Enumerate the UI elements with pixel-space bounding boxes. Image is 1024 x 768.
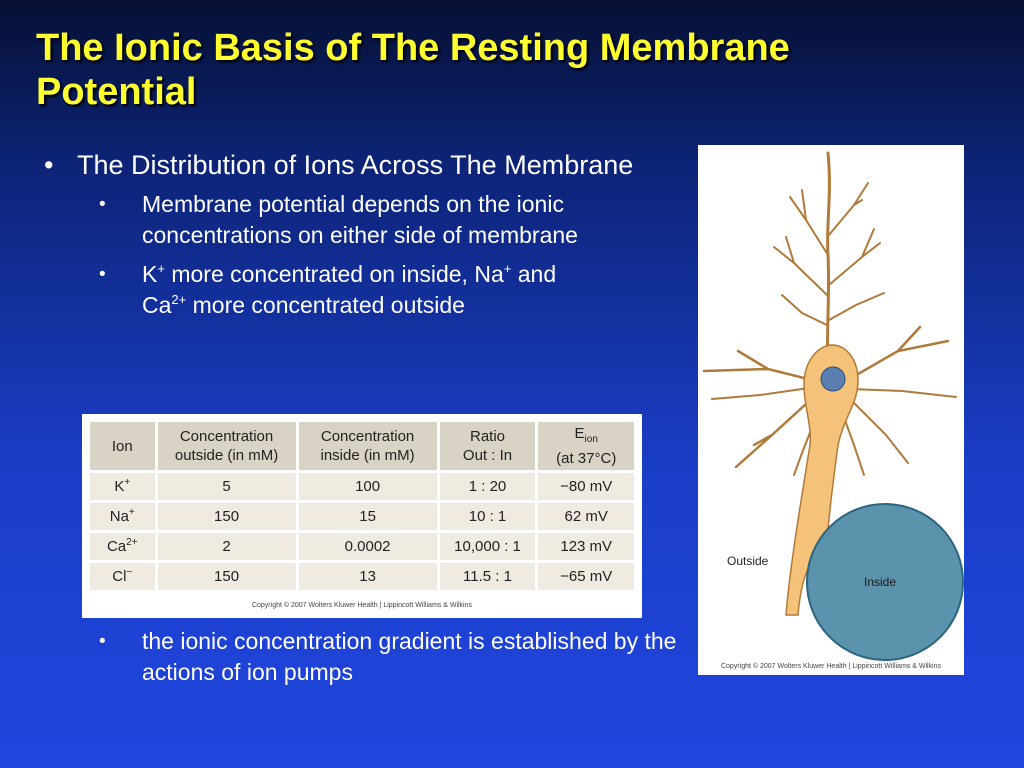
cell-inside: 13: [295, 560, 440, 593]
cell-ion: Na+: [87, 500, 158, 533]
cell-inside: 100: [295, 470, 440, 503]
dendrites: [702, 151, 957, 476]
inside-circle: [806, 503, 964, 661]
cell-eion: 62 mV: [535, 500, 637, 533]
table-row: Cl− 150 13 11.5 : 1 −65 mV: [87, 560, 637, 593]
cell-ion: Cl−: [87, 560, 158, 593]
figure-copyright: Copyright © 2007 Wolters Kluwer Health |…: [720, 663, 942, 670]
cell-outside: 150: [154, 560, 299, 593]
cell-eion: −65 mV: [535, 560, 637, 593]
bullet-sub-3: • the ionic concentration gradient is es…: [44, 626, 682, 688]
bullet-sub-2-mid: more concentrated on inside, Na: [164, 261, 504, 287]
header-ion: Ion: [87, 419, 158, 473]
slide-title: The Ionic Basis of The Resting Membrane …: [36, 26, 996, 114]
cell-inside: 0.0002: [295, 530, 440, 563]
neuron-illustration: Outside Inside: [702, 151, 964, 661]
cell-eion: −80 mV: [535, 470, 637, 503]
cell-ratio: 1 : 20: [436, 470, 539, 503]
table-row: Na+ 150 15 10 : 1 62 mV: [87, 500, 637, 533]
cell-ratio: 10 : 1: [436, 500, 539, 533]
bullet-sub-2: • K+ more concentrated on inside, Na+ an…: [44, 259, 682, 321]
nucleus-icon: [820, 366, 846, 392]
outside-label: Outside: [727, 554, 769, 568]
bullet-dot: •: [44, 150, 54, 180]
bullet-sub-2-end: more concentrated outside: [186, 292, 465, 318]
ca-charge: 2+: [171, 292, 187, 307]
bullet-sub-1-text: Membrane potential depends on the ionic …: [142, 191, 578, 248]
header-eion: Eion(at 37°C): [535, 419, 637, 473]
bullet-main-text: The Distribution of Ions Across The Memb…: [77, 150, 634, 180]
bullet-sub-1: • Membrane potential depends on the ioni…: [44, 189, 682, 251]
cell-eion: 123 mV: [535, 530, 637, 563]
cell-ratio: 10,000 : 1: [436, 530, 539, 563]
bullet-list: • The Distribution of Ions Across The Me…: [44, 150, 684, 321]
table-row: K+ 5 100 1 : 20 −80 mV: [87, 470, 637, 503]
ca-symbol: Ca: [142, 292, 172, 318]
cell-outside: 150: [154, 500, 299, 533]
cell-outside: 2: [154, 530, 299, 563]
title-line-2: Potential: [36, 71, 197, 113]
bullet-sub-2-and: and: [511, 261, 557, 287]
na-charge: +: [503, 261, 512, 276]
neuron-figure: Outside Inside Copyright © 2007 Wolters …: [698, 145, 964, 675]
bullet-dot: •: [99, 631, 106, 652]
bullet-sub-3-text: the ionic concentration gradient is esta…: [142, 628, 677, 685]
cell-outside: 5: [154, 470, 299, 503]
cell-ion: Ca2+: [87, 530, 158, 563]
table-copyright: Copyright © 2007 Wolters Kluwer Health |…: [251, 602, 473, 609]
bullet-main: • The Distribution of Ions Across The Me…: [44, 150, 684, 181]
table-row: Ca2+ 2 0.0002 10,000 : 1 123 mV: [87, 530, 637, 563]
bullet-dot: •: [99, 264, 106, 285]
k-symbol: K: [142, 261, 158, 287]
title-line-1: The Ionic Basis of The Resting Membrane: [36, 27, 790, 69]
k-charge: +: [157, 261, 165, 276]
cell-ratio: 11.5 : 1: [436, 560, 539, 593]
cell-ion: K+: [87, 470, 158, 503]
inside-label: Inside: [864, 575, 896, 589]
cell-inside: 15: [295, 500, 440, 533]
bullet-dot: •: [99, 194, 106, 215]
bullet-list-bottom: • the ionic concentration gradient is es…: [44, 626, 684, 688]
